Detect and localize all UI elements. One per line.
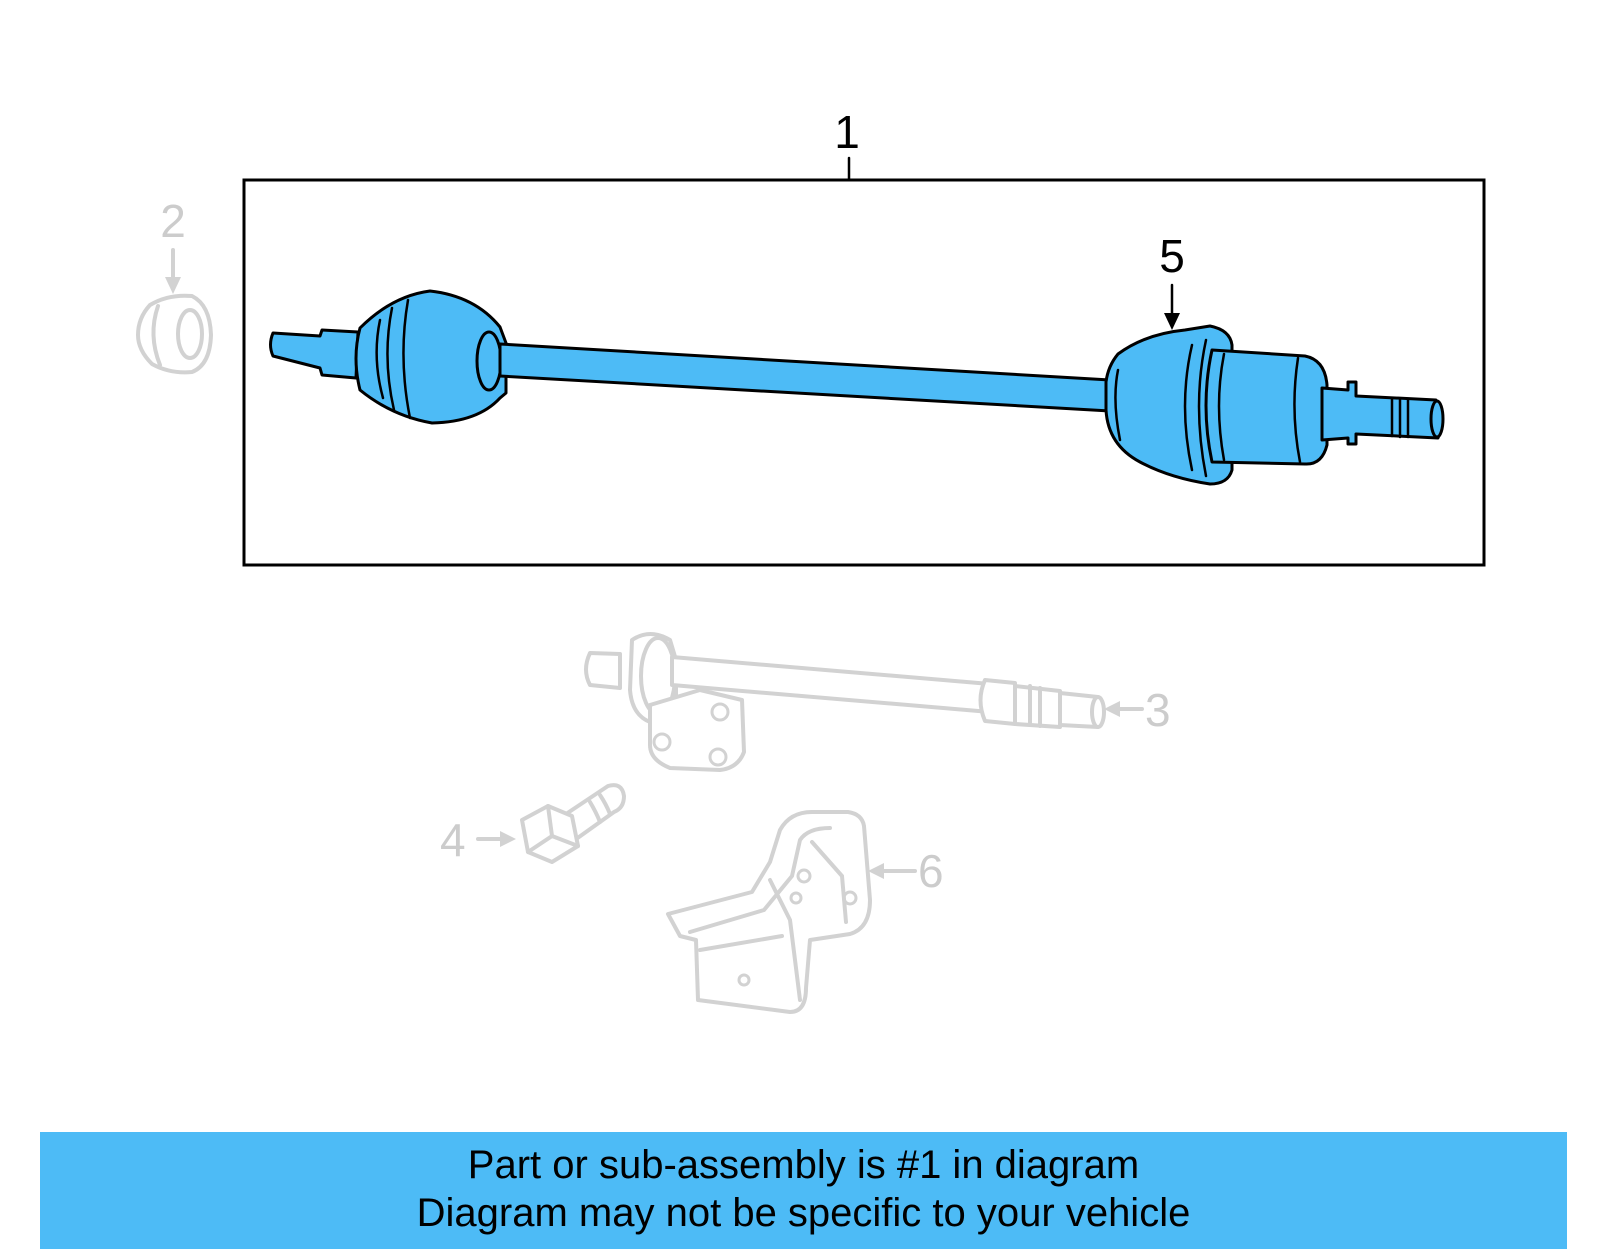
callout-5-arrowhead xyxy=(1164,313,1180,330)
callout-2-arrowhead xyxy=(165,277,181,294)
support-bracket[interactable] xyxy=(666,810,872,1014)
callout-3-arrowhead xyxy=(1104,701,1120,717)
inner-cv-boot-ring xyxy=(475,330,503,392)
mounting-bracket xyxy=(648,688,746,772)
callout-2-label[interactable]: 2 xyxy=(160,195,186,247)
callout-1-label[interactable]: 1 xyxy=(834,106,860,158)
callout-4-label[interactable]: 4 xyxy=(440,814,466,866)
callout-4-arrowhead xyxy=(500,831,516,847)
callout-6-label[interactable]: 6 xyxy=(918,845,944,897)
callout-6-arrowhead xyxy=(868,863,884,879)
assembly-frame xyxy=(242,178,1486,567)
banner-line-2: Diagram may not be specific to your vehi… xyxy=(416,1191,1191,1235)
info-banner: Part or sub-assembly is #1 in diagram Di… xyxy=(40,1132,1567,1249)
inner-stub-shaft xyxy=(269,328,360,380)
bolt[interactable] xyxy=(520,783,626,864)
axle-nut[interactable] xyxy=(136,293,213,375)
intermediate-shaft[interactable] xyxy=(584,632,1106,772)
callout-5-label[interactable]: 5 xyxy=(1159,230,1185,282)
main-shaft xyxy=(498,342,1112,413)
axle-shaft-assembly[interactable] xyxy=(269,289,1445,486)
outer-cv-housing xyxy=(1204,348,1329,466)
banner-line-1: Part or sub-assembly is #1 in diagram xyxy=(467,1143,1140,1187)
outer-stub-shaft xyxy=(1320,380,1443,446)
inner-cv-joint xyxy=(354,289,508,425)
callout-3-label[interactable]: 3 xyxy=(1145,684,1171,736)
